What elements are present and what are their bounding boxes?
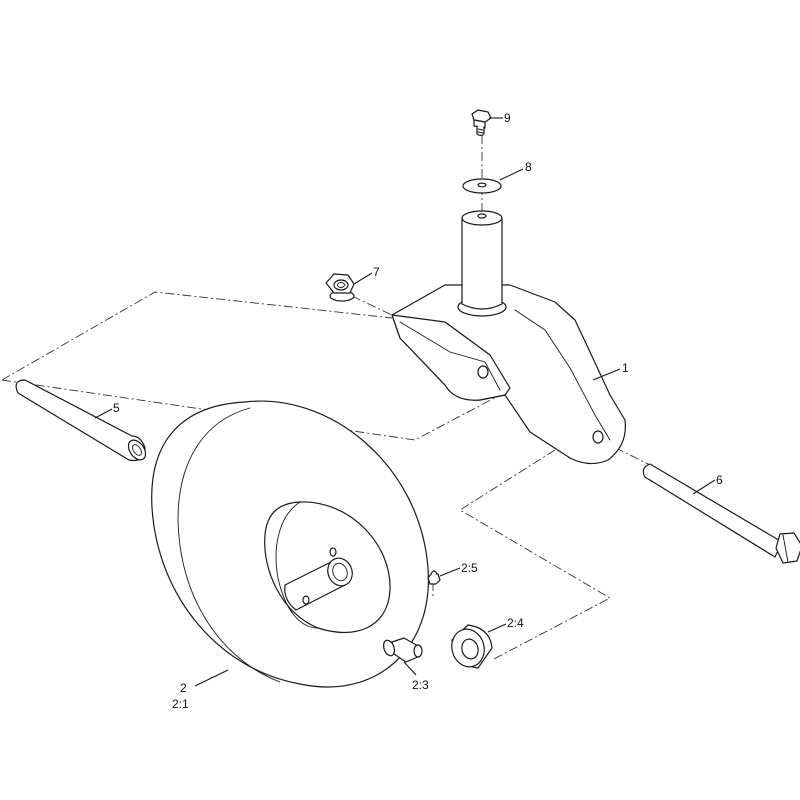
callout-9: 9	[504, 111, 511, 125]
callout-2-1: 2:1	[172, 697, 189, 711]
bearing-part-2-4	[451, 624, 493, 669]
flange-nut-part-7	[325, 273, 355, 302]
callout-2-3: 2:3	[412, 678, 429, 692]
bolt-part-9	[471, 109, 492, 137]
spacer-tube-part-5	[15, 379, 147, 462]
washer-part-8	[462, 178, 502, 194]
callout-7: 7	[373, 265, 380, 279]
callout-2-5: 2:5	[461, 561, 478, 575]
caster-fork-part-1	[391, 210, 626, 465]
callout-leader-lines	[94, 117, 716, 687]
callout-2: 2	[180, 681, 187, 695]
callout-8: 8	[525, 160, 532, 174]
grease-fitting-part-2-5	[427, 570, 441, 585]
callout-6: 6	[716, 473, 723, 487]
valve-stem-part-2-3	[382, 637, 423, 663]
callout-1: 1	[622, 361, 629, 375]
wheel-assembly-part-2	[151, 400, 429, 688]
axle-bolt-part-6	[642, 463, 800, 564]
callout-2-4: 2:4	[507, 616, 524, 630]
callout-labels: 9 8 7 1 5 6 2:5 2:4 2:3 2 2:1	[113, 111, 723, 711]
callout-5: 5	[113, 401, 120, 415]
